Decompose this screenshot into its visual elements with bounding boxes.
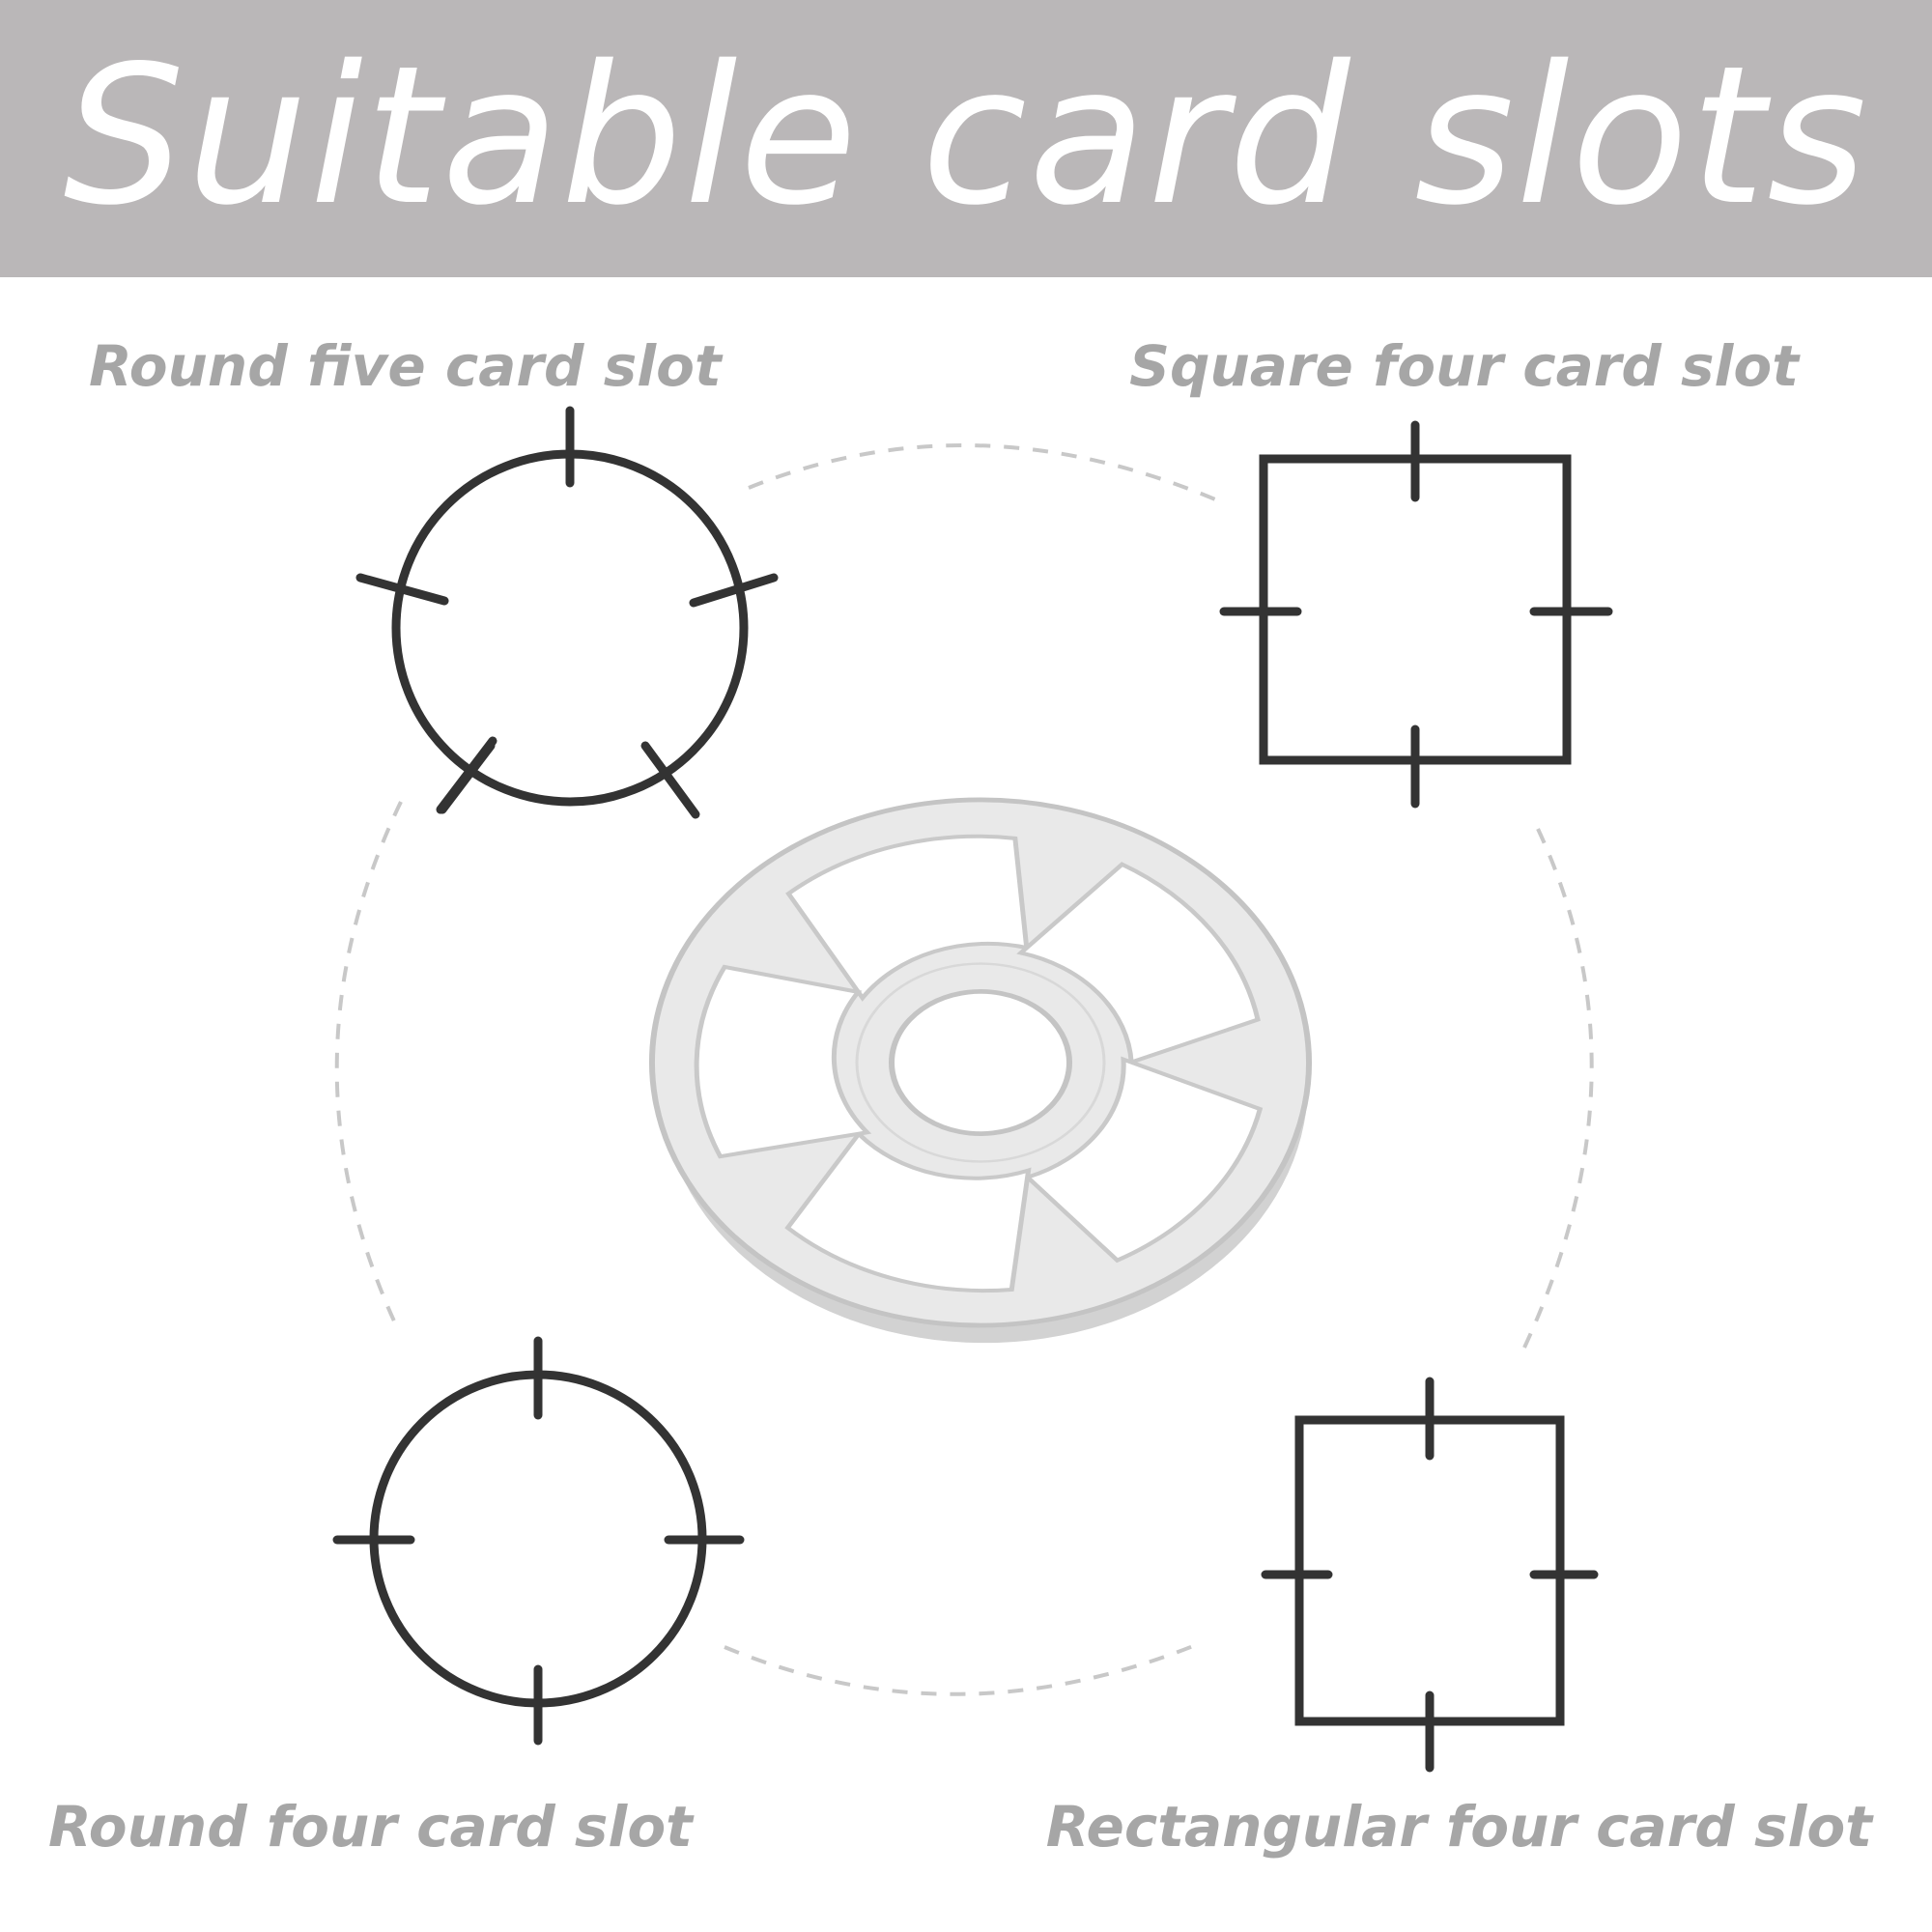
square-four-slot-icon [1219, 420, 1613, 809]
label-round-five-card-slot: Round five card slot [89, 333, 722, 399]
rectangular-four-slot-icon [1261, 1377, 1599, 1773]
dashed-connectors [334, 443, 1594, 1696]
round-four-slot-icon [332, 1336, 745, 1746]
dashed-arc-right [1522, 828, 1594, 1349]
dashed-arc-bottom [724, 1640, 1204, 1696]
dashed-arc-top [748, 443, 1223, 504]
page-title: Suitable card slots [63, 23, 1869, 247]
round-five-slot-icon [355, 406, 779, 819]
stove-ring-product [649, 797, 1312, 1344]
label-square-four-card-slot: Square four card slot [1129, 333, 1799, 399]
label-rectangular-four-card-slot: Rectangular four card slot [1045, 1794, 1872, 1860]
title-banner: Suitable card slots [0, 0, 1932, 277]
dashed-arc-left [334, 801, 403, 1326]
label-round-four-card-slot: Round four card slot [48, 1794, 693, 1860]
